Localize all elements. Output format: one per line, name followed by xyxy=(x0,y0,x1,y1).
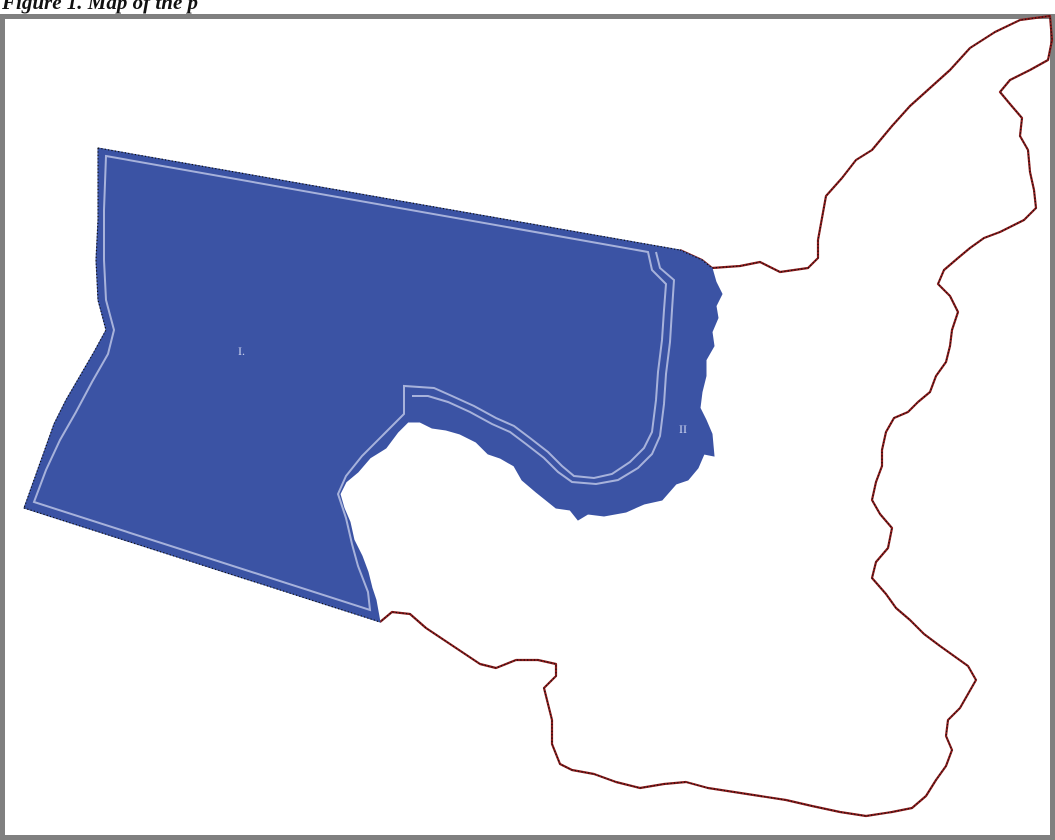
study-region: I. II xyxy=(23,147,723,623)
boundary-dots xyxy=(23,15,1053,817)
figure-caption: Figure 1. Map of the p xyxy=(2,0,199,14)
outer-boundary xyxy=(379,14,1054,818)
map-frame: I. II xyxy=(0,14,1055,840)
region-label-i: I. xyxy=(238,344,245,358)
region-label-ii: II xyxy=(679,422,687,436)
